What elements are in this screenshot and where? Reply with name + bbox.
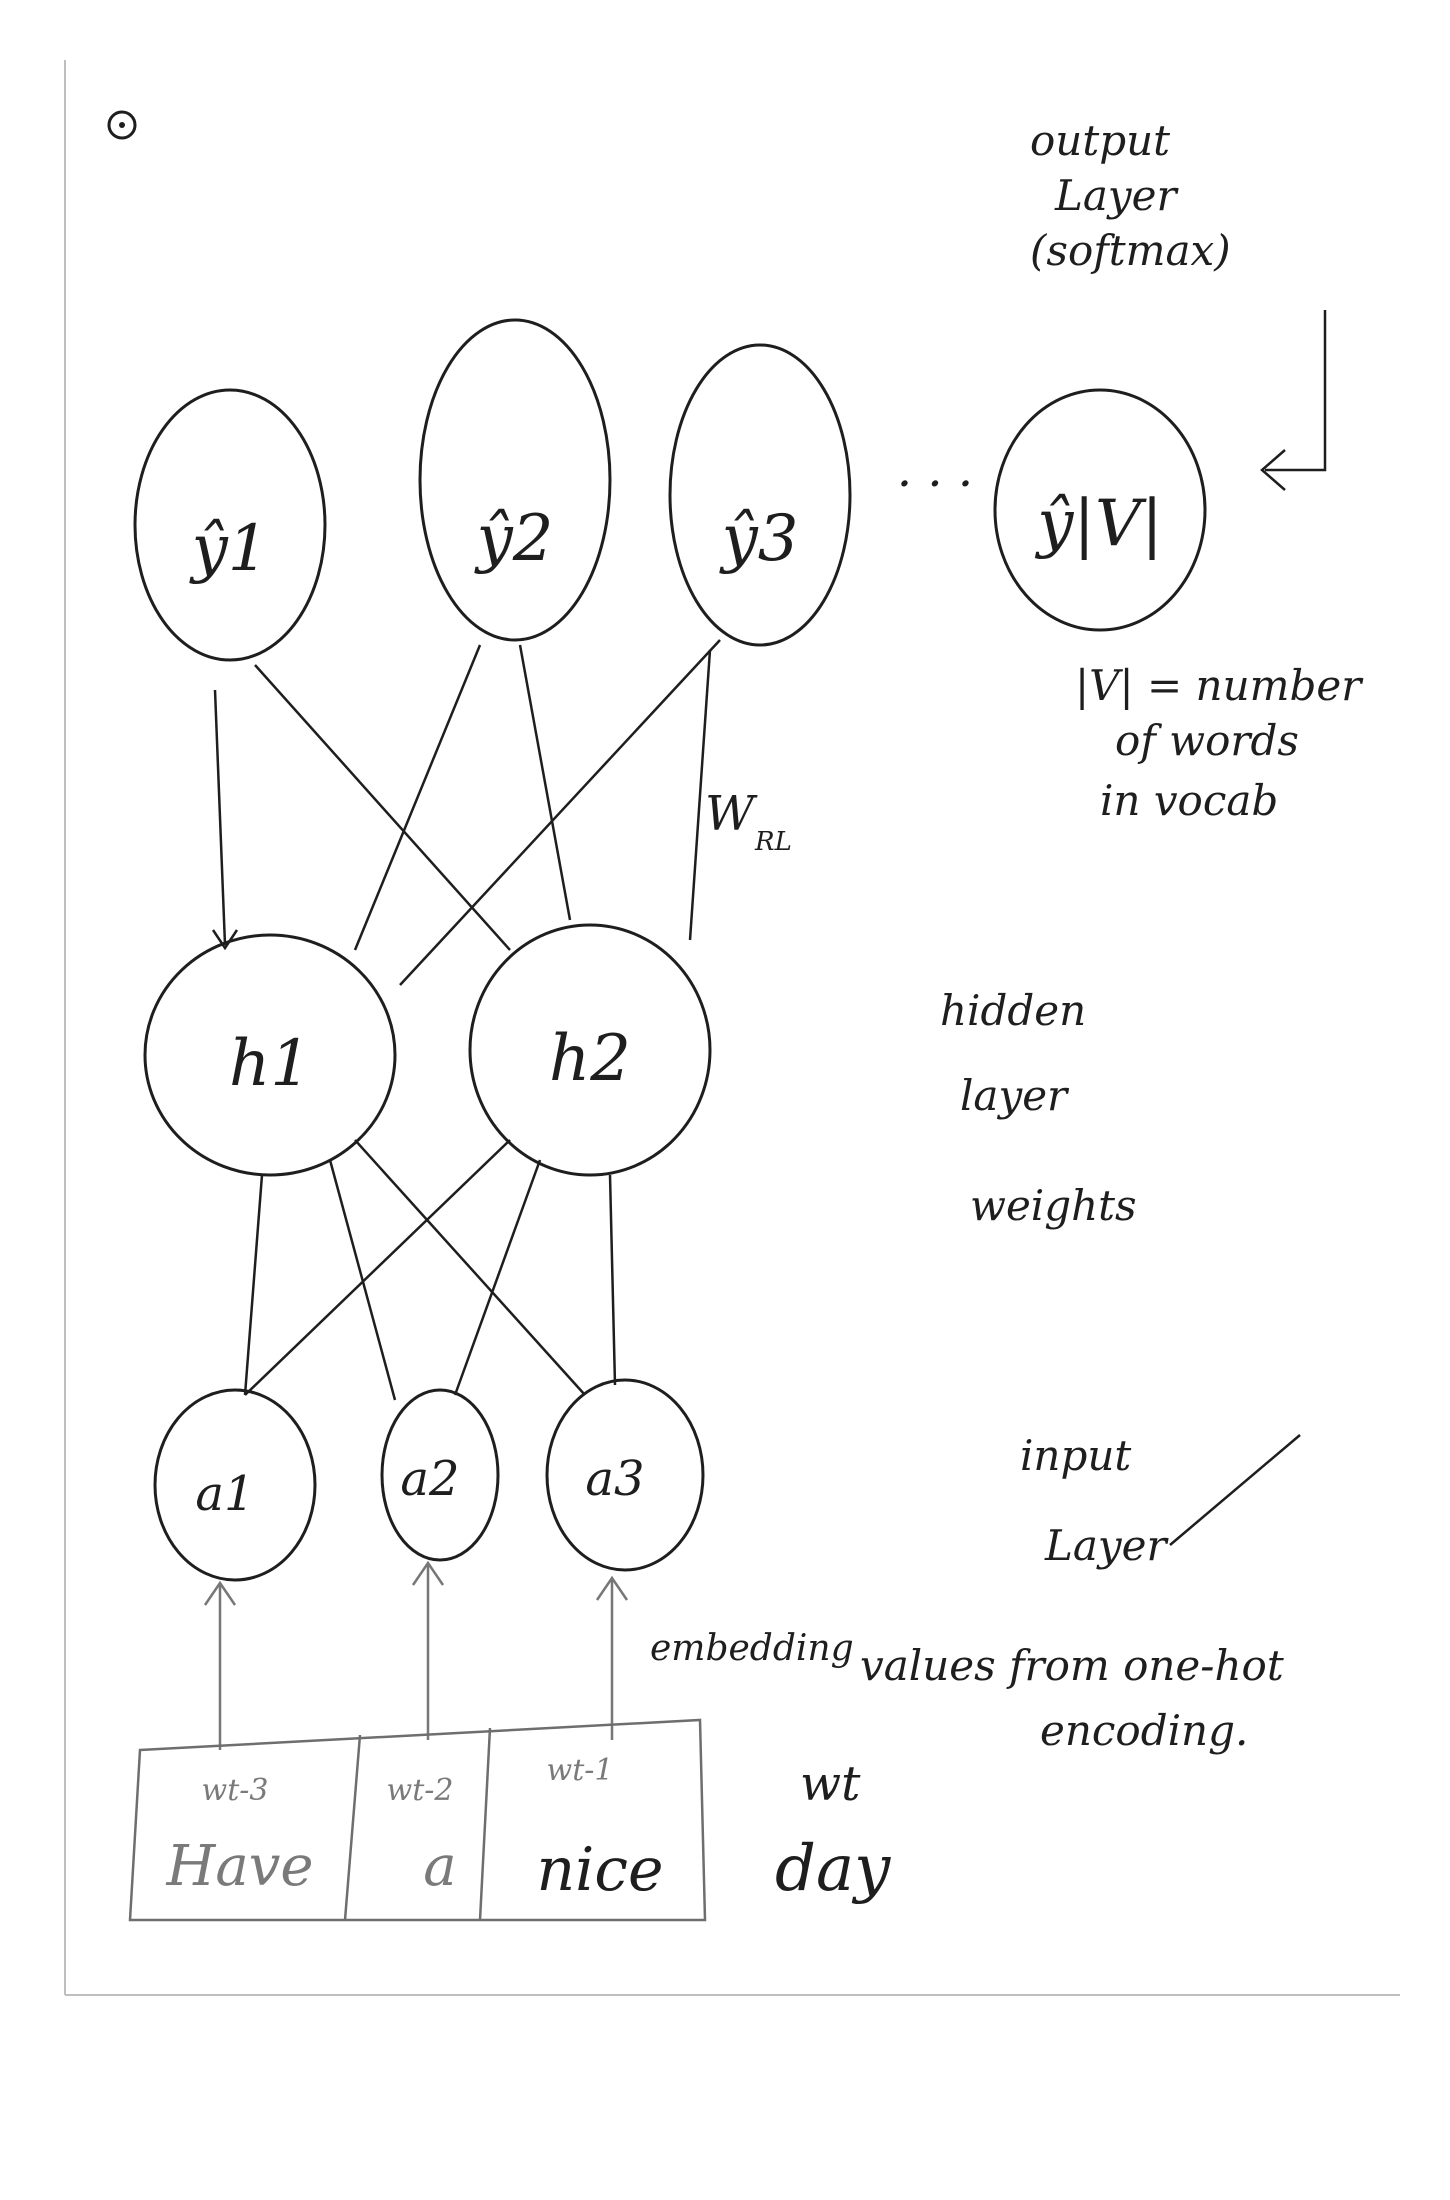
output-note-arrow [1265, 310, 1327, 472]
embed-arrow-3-head-icon [595, 1575, 629, 1601]
output-node-y1 [133, 388, 327, 662]
edge-y3-h2 [688, 649, 712, 941]
context-word-2: a [423, 1834, 456, 1899]
edge-h1-a2 [328, 1159, 397, 1401]
hidden-node-h2-label: h2 [549, 1022, 631, 1096]
context-divider-2 [478, 1727, 492, 1921]
output-node-y2 [418, 318, 612, 642]
input-note-line2: Layer [1044, 1521, 1170, 1570]
vocab-note-line2: of words [1115, 716, 1299, 765]
embed-arrow-2-head-icon [411, 1560, 445, 1586]
weight-label-subscript: RL [754, 827, 792, 857]
hidden-node-h2 [468, 923, 712, 1177]
hidden-note-line3: weights [970, 1181, 1137, 1230]
output-note-line1: output [1030, 116, 1170, 165]
weight-label: W [705, 786, 758, 842]
input-note-line1: input [1020, 1431, 1131, 1480]
vocab-note-line3: in vocab [1100, 776, 1278, 825]
output-note-line3: (softmax) [1030, 226, 1231, 275]
edge-y3-h1 [399, 639, 721, 986]
page-marker-icon [107, 110, 137, 140]
context-word-2-index: wt-2 [387, 1773, 454, 1808]
output-node-yV [993, 388, 1207, 632]
input-node-a2 [380, 1388, 500, 1562]
edge-y2-h1 [353, 644, 482, 951]
context-word-3: nice [537, 1835, 664, 1905]
hidden-note-line2: layer [960, 1071, 1070, 1120]
context-word-1-index: wt-3 [202, 1773, 269, 1808]
input-node-a3 [545, 1378, 705, 1572]
output-node-y3-label: ŷ3 [719, 502, 799, 576]
edge-y1-h1 [213, 689, 227, 946]
context-word-3-index: wt-1 [547, 1753, 614, 1788]
input-node-a1-label: a1 [195, 1466, 254, 1522]
edge-h2-a2 [453, 1159, 542, 1396]
output-node-y3 [668, 343, 852, 647]
output-ellipsis: · · · [897, 456, 973, 512]
edge-y2-h2 [518, 644, 572, 921]
input-note-stroke [1169, 1434, 1301, 1546]
edge-h2-a3 [608, 1174, 617, 1386]
hidden-note-line1: hidden [940, 986, 1086, 1035]
edge-y1-h2 [254, 664, 511, 951]
edge-h1-a3 [354, 1139, 586, 1396]
edge-h1-a1 [243, 1174, 264, 1396]
hidden-node-h1-label: h1 [229, 1027, 311, 1101]
context-word-1: Have [166, 1834, 314, 1899]
embedding-note-line2: values from one-hot [860, 1641, 1284, 1690]
output-node-y1-label: ŷ1 [189, 512, 269, 586]
embedding-note-line3: encoding. [1040, 1706, 1248, 1755]
context-divider-1 [343, 1734, 362, 1921]
context-words-box [128, 1718, 707, 1922]
page-marker-label: ⊙ [0, 0, 1, 1]
hidden-node-h1 [143, 933, 397, 1177]
input-node-a2-label: a2 [400, 1451, 459, 1507]
edge-y1-h1-arrowhead-icon [211, 929, 239, 951]
page-marker-dot [119, 122, 125, 128]
edge-h2-a1 [244, 1139, 511, 1396]
output-node-y2-label: ŷ2 [474, 502, 554, 576]
input-node-a1 [153, 1388, 317, 1582]
input-node-a3-label: a3 [585, 1451, 644, 1507]
embedding-note-line1: embedding [650, 1628, 854, 1669]
output-node-yV-label: ŷ|V| [1034, 487, 1163, 561]
vocab-note-line1: |V| = number [1075, 661, 1364, 710]
output-note-arrowhead-icon [1260, 449, 1286, 491]
embed-arrow-1-head-icon [203, 1580, 237, 1606]
output-note-line2: Layer [1054, 171, 1180, 220]
target-word-index: wt [800, 1756, 861, 1812]
target-word: day [775, 1832, 891, 1906]
